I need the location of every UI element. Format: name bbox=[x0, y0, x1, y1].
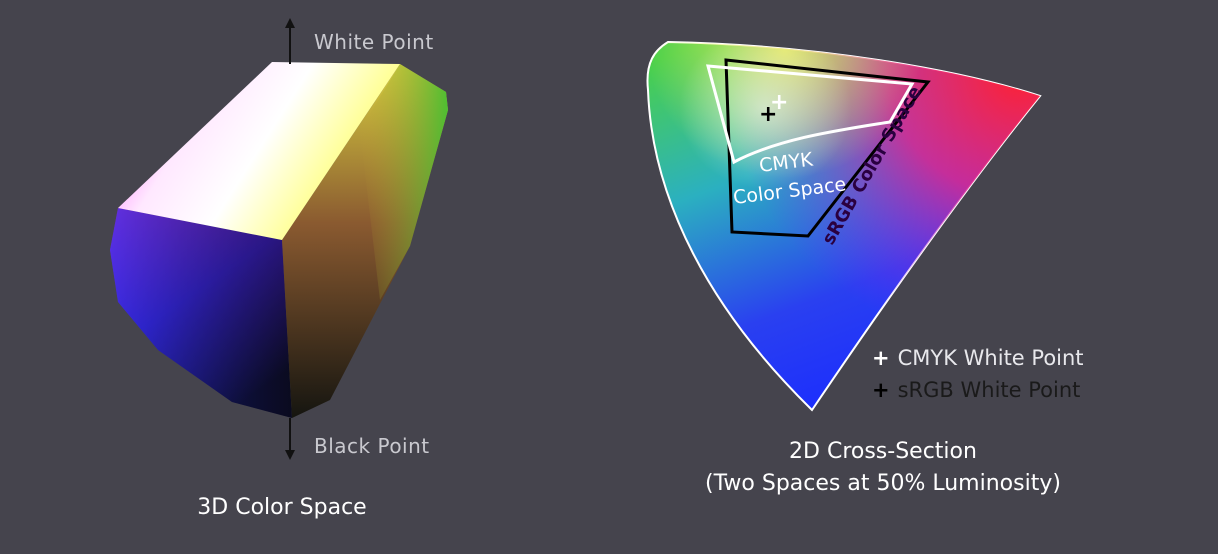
white-point-label: White Point bbox=[314, 30, 434, 54]
plus-icon: + bbox=[872, 346, 890, 370]
right-caption: 2D Cross-Section (Two Spaces at 50% Lumi… bbox=[660, 436, 1106, 500]
solid-right-face-green bbox=[360, 64, 448, 300]
gamut-2d: + + CMYK Color Space sRGB Color Space bbox=[646, 40, 1042, 412]
black-point-label: Black Point bbox=[314, 434, 430, 458]
solid-left-face-shade bbox=[110, 208, 292, 418]
legend-item-srgb: + sRGB White Point bbox=[872, 374, 1084, 406]
up-arrow-icon bbox=[285, 18, 295, 28]
down-arrow-icon bbox=[285, 450, 295, 460]
legend-item-cmyk: + CMYK White Point bbox=[872, 342, 1084, 374]
right-caption-line2: (Two Spaces at 50% Luminosity) bbox=[705, 471, 1061, 496]
left-caption: 3D Color Space bbox=[197, 495, 367, 520]
cmyk-white-point-marker: + bbox=[770, 90, 788, 115]
srgb-boundary bbox=[724, 58, 931, 238]
white-point-legend: + CMYK White Point + sRGB White Point bbox=[872, 342, 1084, 406]
solid-top-face bbox=[118, 62, 400, 240]
cmyk-boundary bbox=[705, 64, 915, 165]
legend-label-cmyk: CMYK White Point bbox=[897, 346, 1084, 370]
legend-label-srgb: sRGB White Point bbox=[897, 378, 1081, 402]
plus-icon: + bbox=[872, 378, 890, 402]
srgb-white-point-marker: + bbox=[759, 102, 777, 127]
right-caption-line1: 2D Cross-Section bbox=[789, 439, 977, 464]
luminance-axis bbox=[285, 18, 295, 460]
color-solid-3d bbox=[110, 62, 448, 418]
